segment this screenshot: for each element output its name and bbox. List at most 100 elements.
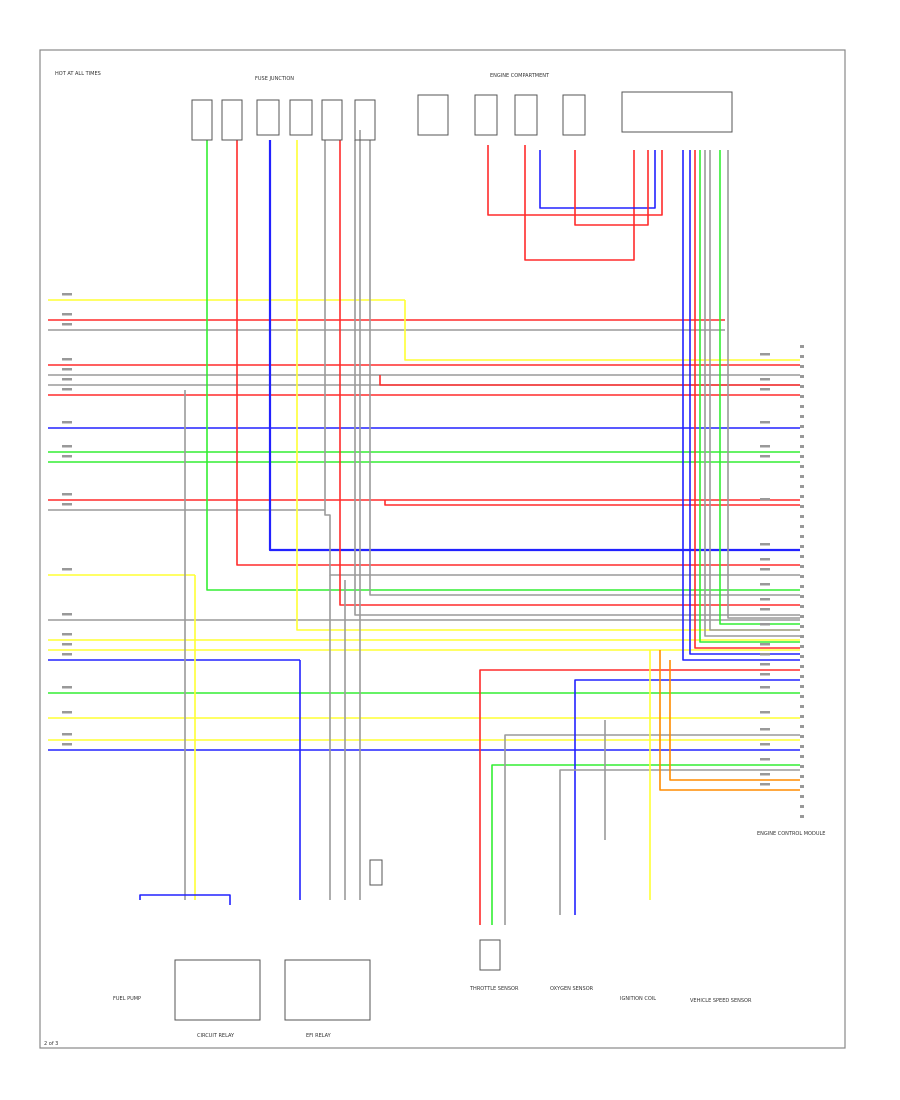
- throttle-sensor-box: [479, 939, 501, 971]
- wire-layer: [48, 130, 800, 925]
- fuse-4: [289, 99, 313, 136]
- right-wire-tag: [760, 783, 770, 786]
- ecm-connector-box: [621, 91, 733, 133]
- right-wire-tag: [760, 663, 770, 666]
- ecm-pin: [800, 715, 804, 718]
- ecm-pin: [800, 405, 804, 408]
- wire-gray-fj: [324, 140, 800, 576]
- left-wire-tag: [62, 293, 72, 296]
- left-wire-tag: [62, 643, 72, 646]
- wire-red-engine-3: [574, 150, 649, 226]
- left-wire-tag: [62, 445, 72, 448]
- wire-red-engine-2: [524, 145, 635, 261]
- left-wire-tag: [62, 568, 72, 571]
- ecm-pin: [800, 585, 804, 588]
- wire-orange-2: [669, 660, 800, 781]
- circuit-relay-label: CIRCUIT RELAY: [197, 1033, 235, 1039]
- right-wire-tag: [760, 758, 770, 761]
- vehicle-speed-label: VEHICLE SPEED SENSOR: [690, 998, 752, 1004]
- ecm-pin: [800, 515, 804, 518]
- right-wire-tag: [760, 421, 770, 424]
- right-wire-tag: [760, 773, 770, 776]
- wire-gray-o2: [559, 769, 800, 915]
- right-wire-tag: [760, 598, 770, 601]
- engine-fuse-4: [562, 94, 586, 136]
- right-wire-tag: [760, 711, 770, 714]
- left-wire-tag: [62, 613, 72, 616]
- wire-blue-pump: [139, 894, 231, 905]
- circuit-relay-box: [174, 959, 261, 1021]
- ecm-pin: [800, 385, 804, 388]
- wire-green-tps: [491, 764, 800, 925]
- ecm-pin: [800, 645, 804, 648]
- right-wire-tag: [760, 498, 770, 501]
- ecm-pin: [800, 735, 804, 738]
- ecm-pin: [800, 705, 804, 708]
- wire-red-tps: [479, 669, 800, 925]
- right-wire-tag: [760, 558, 770, 561]
- left-wire-tag: [62, 711, 72, 714]
- right-wire-tag: [760, 353, 770, 356]
- engine-fuse-2: [474, 94, 498, 136]
- ecm-pin: [800, 345, 804, 348]
- ecm-pin: [800, 725, 804, 728]
- ecm-pin: [800, 665, 804, 668]
- ecm-pin: [800, 575, 804, 578]
- wire-gray-tps: [504, 734, 800, 925]
- fuse-1: [191, 99, 213, 141]
- left-wire-tag: [62, 368, 72, 371]
- right-wire-tag: [760, 686, 770, 689]
- ecm-pin: [800, 815, 804, 818]
- right-wire-tag: [760, 445, 770, 448]
- engine-compartment-label: ENGINE COMPARTMENT: [490, 73, 550, 79]
- right-wire-tag: [760, 728, 770, 731]
- ecm-pin: [800, 765, 804, 768]
- ecm-bundle-wire-7: [727, 150, 800, 619]
- left-wire-tag: [62, 378, 72, 381]
- ecm-pin: [800, 355, 804, 358]
- left-wire-tag: [62, 493, 72, 496]
- right-wire-tag: [760, 643, 770, 646]
- wire-blue-fj: [268, 140, 800, 552]
- ecm-pin: [800, 795, 804, 798]
- ecm-pin: [800, 495, 804, 498]
- wire-orange-1: [659, 650, 800, 791]
- ecm-pin: [800, 675, 804, 678]
- wire-red-fj-1: [236, 140, 800, 566]
- ecm-pin: [800, 605, 804, 608]
- right-wire-tag: [760, 623, 770, 626]
- engine-fuse-3: [514, 94, 538, 136]
- ecm-title-label: ENGINE CONTROL MODULE: [757, 831, 825, 837]
- right-wire-tag: [760, 673, 770, 676]
- right-wire-tag: [760, 378, 770, 381]
- wire-gray-fj-2: [354, 140, 800, 616]
- fuse-block-label: HOT AT ALL TIMES: [55, 71, 101, 77]
- ecm-pin: [800, 535, 804, 538]
- fuse-2: [221, 99, 243, 141]
- ecm-bundle-wire-3: [699, 150, 800, 643]
- left-wire-tag: [62, 421, 72, 424]
- ecm-pin: [800, 655, 804, 658]
- ecm-bundle-wire-0: [682, 150, 800, 661]
- left-wire-tag: [62, 686, 72, 689]
- left-wire-tag: [62, 313, 72, 316]
- ecm-pin: [800, 485, 804, 488]
- ecm-pin: [800, 435, 804, 438]
- ecm-pin: [800, 475, 804, 478]
- wire-red-fj-2: [339, 140, 800, 606]
- left-wire-tag: [62, 743, 72, 746]
- left-wire-tag: [62, 653, 72, 656]
- ecm-pin: [800, 635, 804, 638]
- ecm-pin: [800, 685, 804, 688]
- ecm-pin: [800, 565, 804, 568]
- fuse-5: [321, 99, 343, 141]
- left-wire-tag: [62, 733, 72, 736]
- wire-blue-o2: [574, 679, 800, 915]
- wire-yellow-fj: [296, 140, 800, 631]
- ecm-pin: [800, 415, 804, 418]
- left-wire-tag: [62, 455, 72, 458]
- ecm-pin: [800, 425, 804, 428]
- resistor-box: [369, 859, 383, 886]
- ecm-pin: [800, 375, 804, 378]
- ecm-pin: [800, 455, 804, 458]
